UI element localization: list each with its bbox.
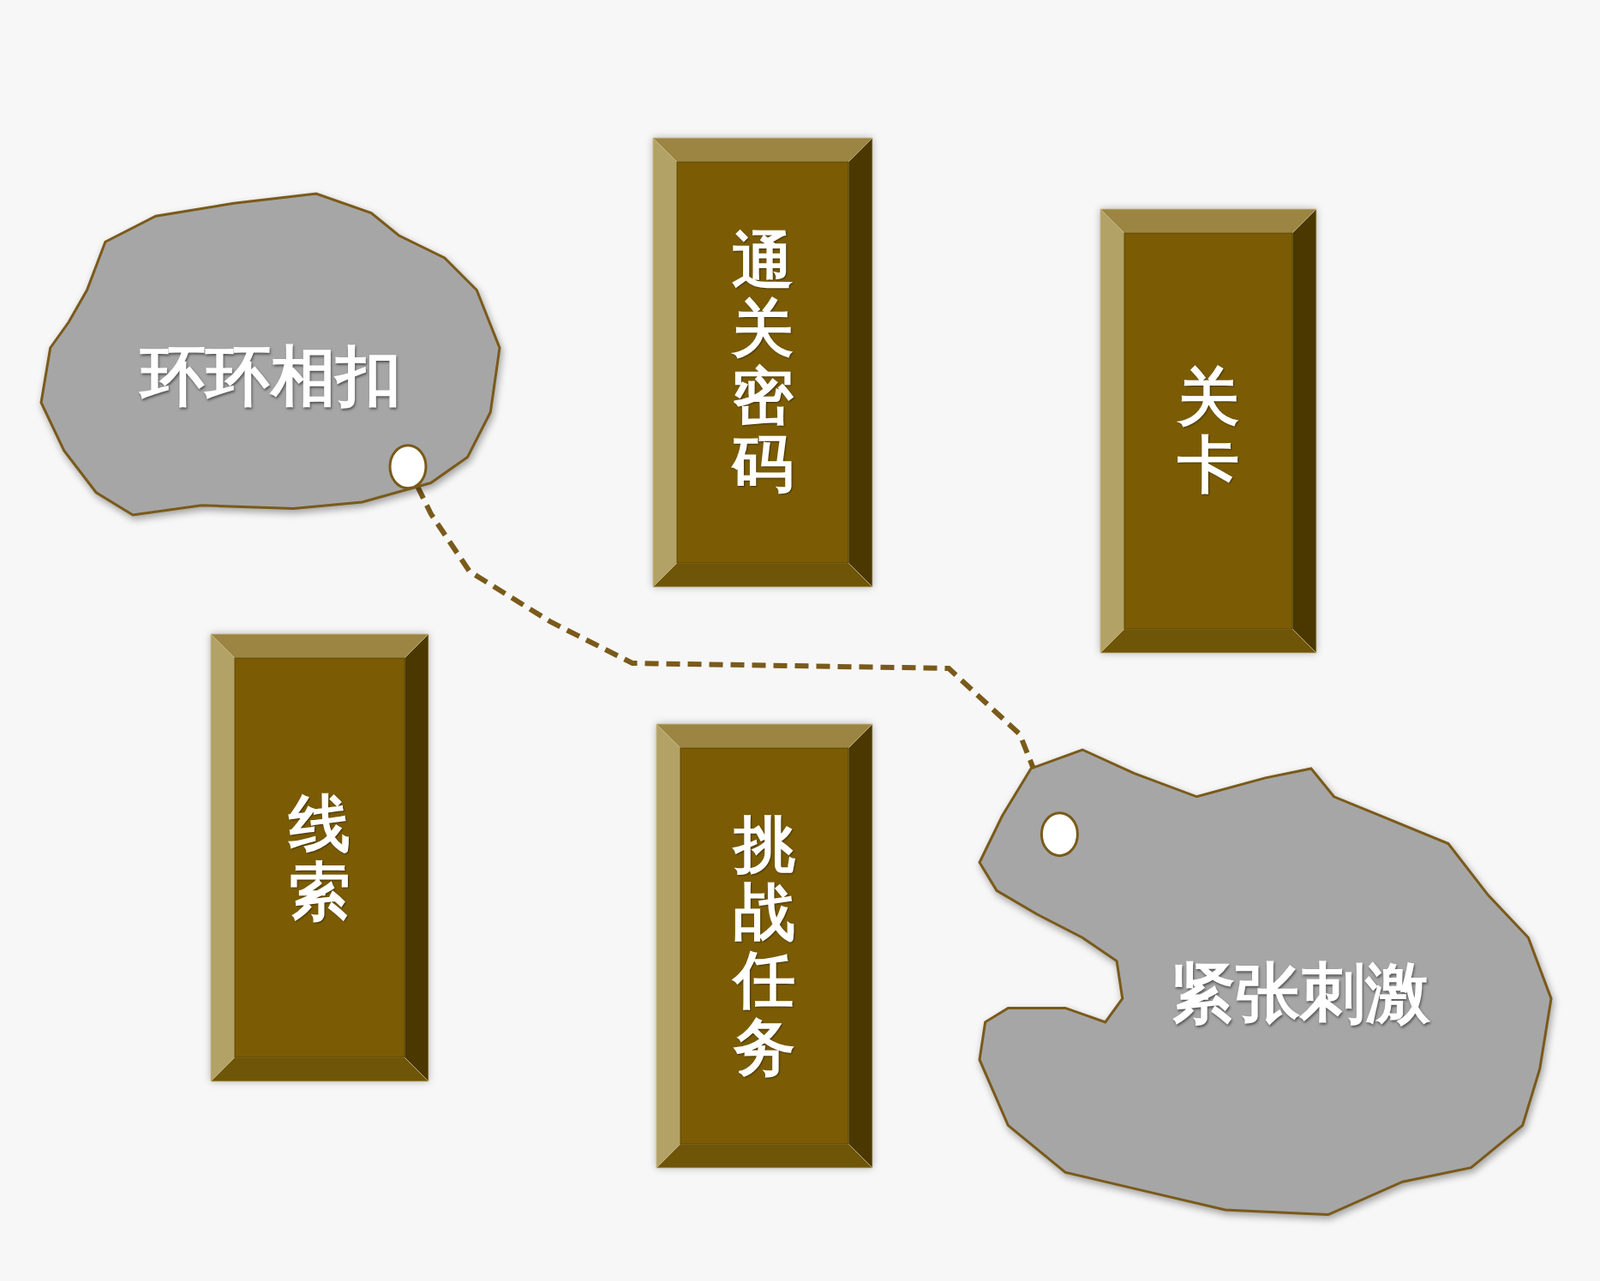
port-circle: [1041, 813, 1078, 857]
rock-label: 环环相扣: [140, 332, 402, 421]
box-label: 挑战任务: [733, 810, 796, 1083]
rock-shape: 环环相扣: [41, 193, 500, 516]
bevel-right: [1292, 209, 1317, 654]
box-label: 线索: [288, 790, 351, 926]
bevel-right: [404, 634, 429, 1082]
bevel-right: [848, 137, 873, 588]
bevel-face: [680, 748, 849, 1145]
bevel-face: [234, 658, 405, 1058]
bevel-right: [848, 724, 873, 1169]
rock-fill: [979, 749, 1552, 1216]
bevel-top: [653, 137, 873, 162]
rock-label: 紧张刺激: [1169, 949, 1431, 1038]
box-label: 关卡: [1177, 363, 1240, 499]
bevel-top: [1100, 209, 1317, 234]
bevel-top: [656, 724, 873, 749]
bevel-box: 关卡: [1100, 209, 1317, 654]
rock-fill: [41, 193, 500, 516]
bevel-face: [677, 161, 849, 564]
bevel-bottom: [1100, 629, 1317, 654]
bevel-bottom: [210, 1057, 429, 1082]
bevel-left: [656, 724, 681, 1169]
rock-shape: 紧张刺激: [979, 749, 1552, 1220]
bevel-left: [1100, 209, 1125, 654]
bevel-box: 挑战任务: [656, 724, 873, 1169]
bevel-box: 通关密码: [653, 137, 873, 588]
bevel-bottom: [656, 1144, 873, 1169]
bevel-left: [210, 634, 235, 1082]
bevel-box: 线索: [210, 634, 429, 1082]
bevel-top: [210, 634, 429, 659]
bevel-bottom: [653, 563, 873, 588]
bevel-left: [653, 137, 678, 588]
box-label: 通关密码: [731, 227, 794, 499]
port-circle: [389, 445, 426, 489]
bevel-face: [1124, 233, 1293, 630]
